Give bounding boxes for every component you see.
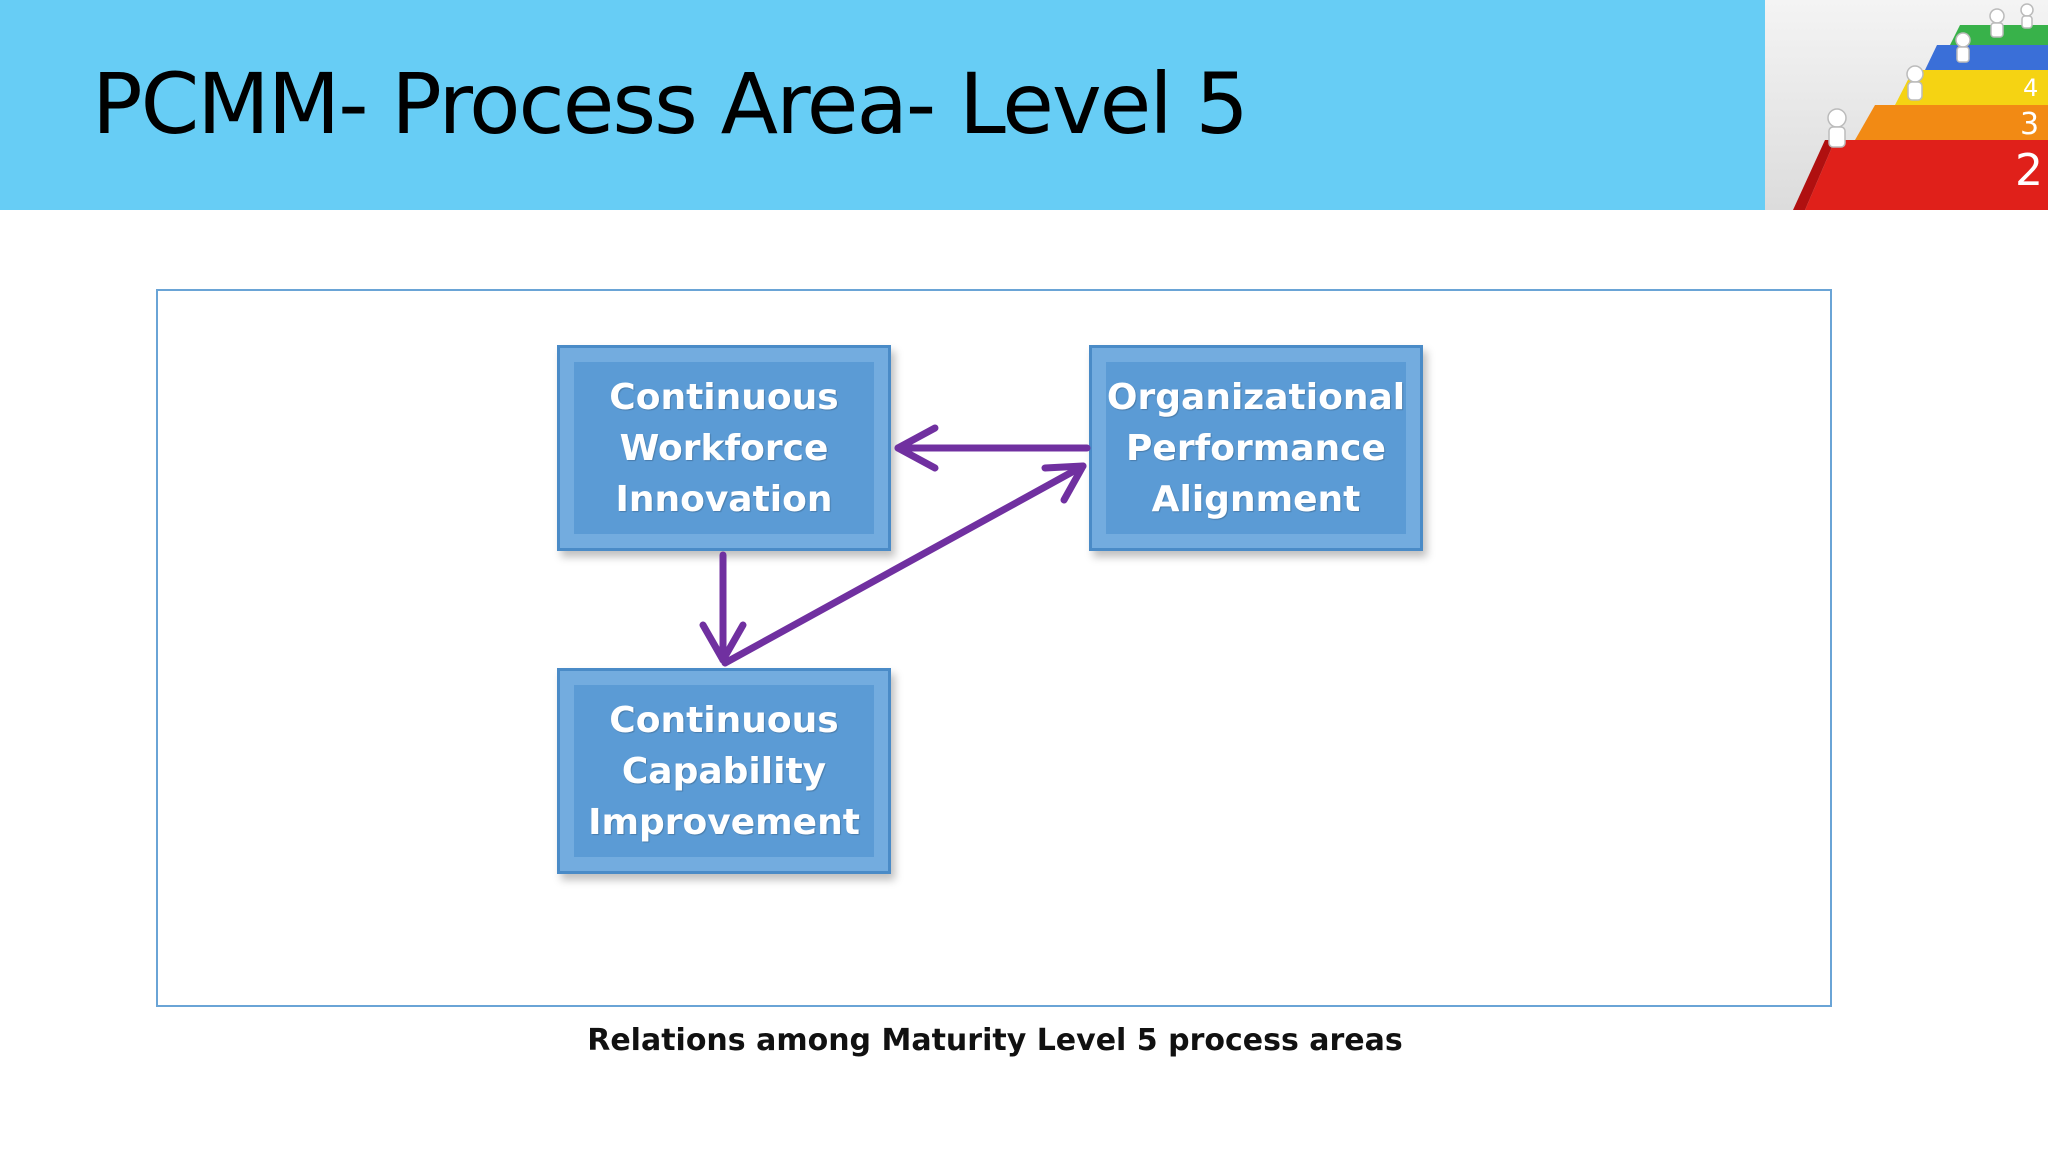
arrow-cwi-to-cci (699, 551, 747, 664)
figure-caption: Relations among Maturity Level 5 process… (587, 1023, 1403, 1058)
step-number: 3 (2020, 107, 2039, 142)
title-banner: PCMM- Process Area- Level 5 (0, 0, 1765, 210)
step-number: 4 (2023, 74, 2038, 102)
diagram-frame (156, 289, 1832, 1007)
slide-title: PCMM- Process Area- Level 5 (92, 55, 1249, 153)
staircase-icon: 2 3 4 (1793, 3, 2048, 210)
node-continuous-workforce-innovation: Continuous Workforce Innovation (557, 345, 891, 551)
node-organizational-performance-alignment: Organizational Performance Alignment (1089, 345, 1423, 551)
node-continuous-capability-improvement: Continuous Capability Improvement (557, 668, 891, 874)
step-number: 2 (2015, 145, 2043, 196)
node-label: Organizational Performance Alignment (1106, 376, 1406, 520)
arrow-opa-to-cwi (894, 424, 1091, 472)
node-label: Continuous Workforce Innovation (609, 376, 839, 520)
arrow-cci-to-opa (721, 462, 1087, 667)
node-label: Continuous Capability Improvement (588, 699, 860, 843)
staircase-illustration: 2 3 4 (1765, 0, 2048, 210)
